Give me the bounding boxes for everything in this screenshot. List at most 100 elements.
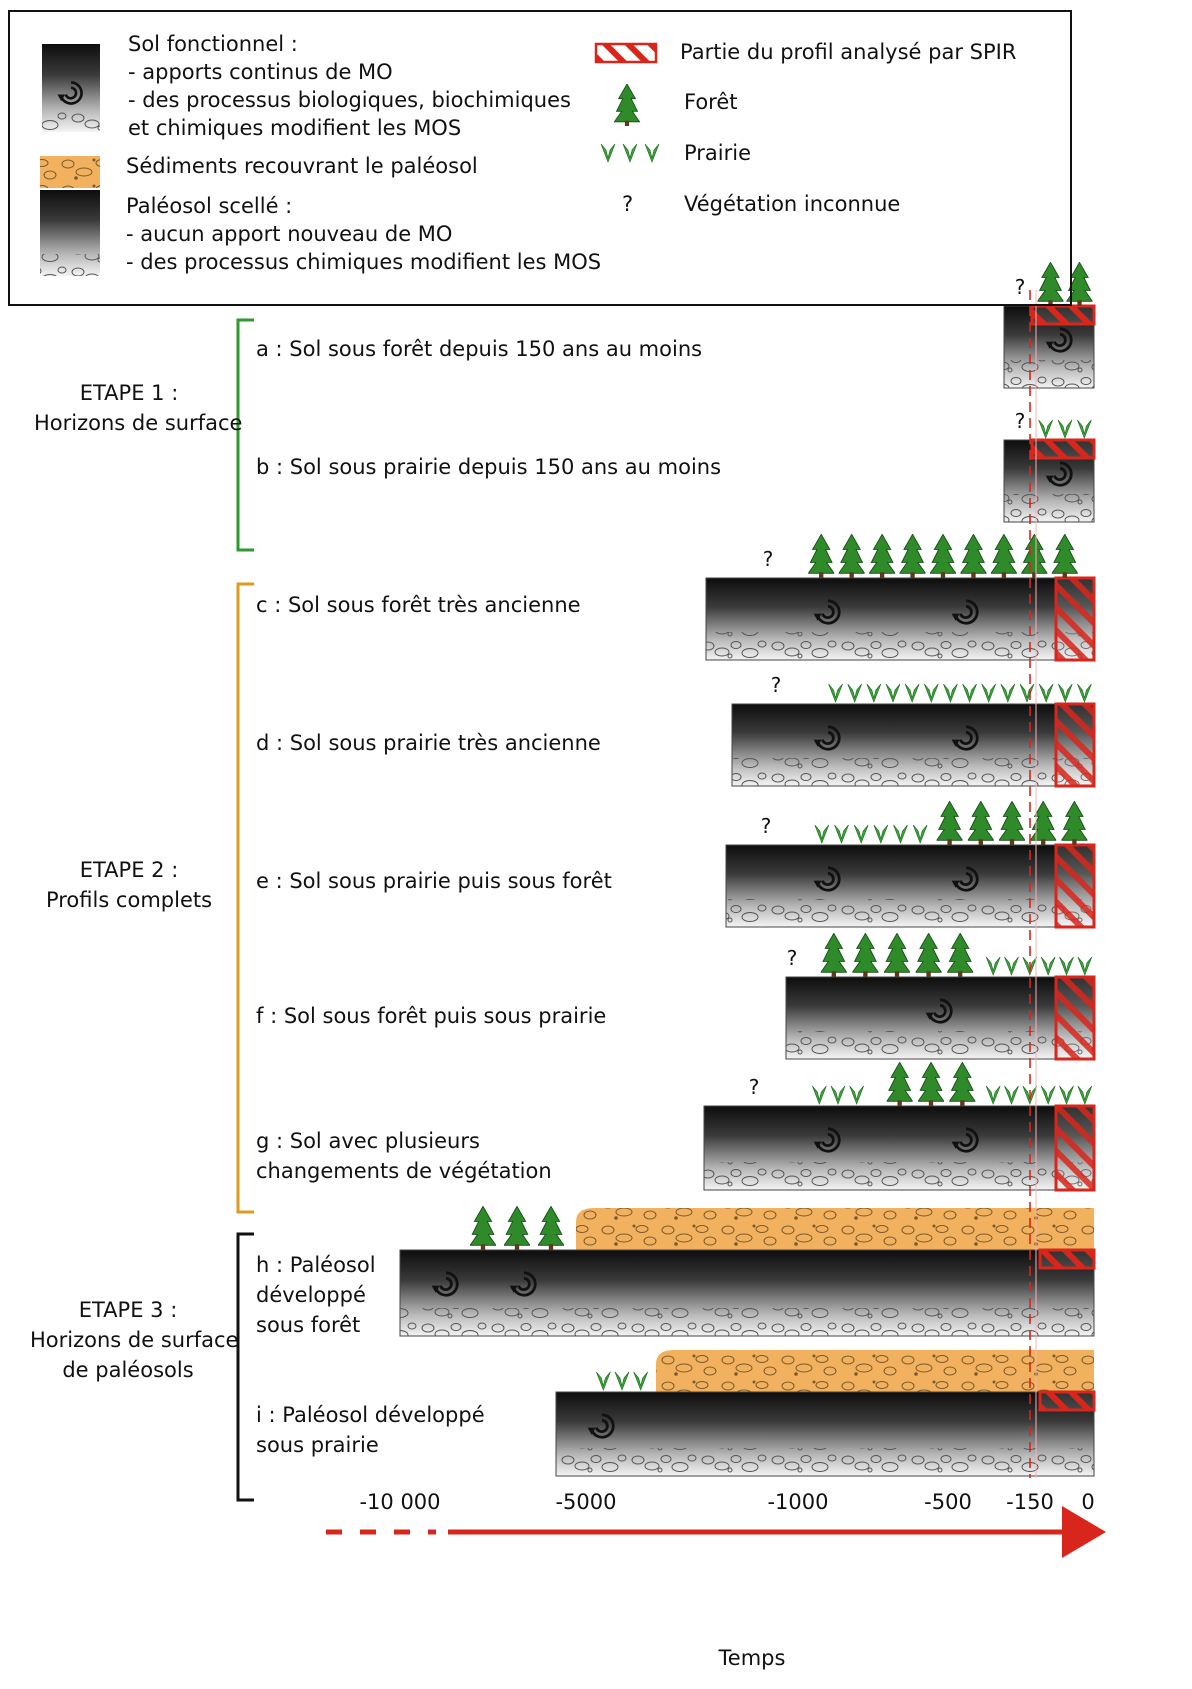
spir-hatch xyxy=(1032,440,1094,458)
grass-icon xyxy=(912,824,928,844)
stage-subtitle: Horizons de surface xyxy=(34,411,243,435)
profile-label-line: développé xyxy=(256,1283,366,1307)
grass-icon xyxy=(885,683,901,703)
grass-icon xyxy=(853,824,869,844)
grass-icon xyxy=(1077,683,1092,703)
grass-icon xyxy=(943,683,958,703)
profile-d: ? xyxy=(731,673,1096,788)
profile-label-line: e : Sol sous prairie puis sous forêt xyxy=(256,869,612,893)
tree-icon xyxy=(1021,534,1048,578)
tree-icon xyxy=(899,534,926,578)
grass-icon xyxy=(1059,1085,1074,1105)
soil-pebbles xyxy=(1004,494,1094,522)
grass-icon xyxy=(1040,956,1056,976)
spir-hatch xyxy=(1032,306,1094,324)
unknown-vegetation-mark: ? xyxy=(771,673,782,697)
soil-pebbles xyxy=(400,1308,1094,1336)
legend-paleosol-line: - des processus chimiques modifient les … xyxy=(126,250,602,274)
grass-icon xyxy=(1057,683,1073,703)
profile-label-c: c : Sol sous forêt très ancienne xyxy=(256,590,581,620)
profile-label-line: d : Sol sous prairie très ancienne xyxy=(256,731,601,755)
unknown-vegetation-mark: ? xyxy=(1015,275,1026,299)
time-arrow-head xyxy=(1062,1506,1106,1558)
legend-functional-soil-line: et chimiques modifient les MOS xyxy=(128,116,462,140)
profile-label-a: a : Sol sous forêt depuis 150 ans au moi… xyxy=(256,334,702,364)
profile-label-line: b : Sol sous prairie depuis 150 ans au m… xyxy=(256,455,722,479)
profile-label-line: sous prairie xyxy=(256,1433,379,1457)
tree-icon xyxy=(838,534,865,578)
grass-icon xyxy=(893,824,908,844)
grass-icon xyxy=(1077,1085,1093,1105)
sediment-layer xyxy=(576,1208,1094,1250)
grass-icon xyxy=(596,1371,611,1391)
grass-icon xyxy=(1019,683,1035,703)
tree-icon xyxy=(1051,534,1078,578)
grass-icon xyxy=(1059,956,1074,976)
stage-3-bracket xyxy=(236,1232,254,1502)
profile-h xyxy=(399,1206,1096,1337)
unknown-vegetation-mark: ? xyxy=(761,814,772,838)
tree-icon xyxy=(1061,801,1088,845)
legend-functional-soil-line: - des processus biologiques, biochimique… xyxy=(128,88,571,112)
grass-icon xyxy=(828,683,843,703)
tree-icon xyxy=(960,534,987,578)
grass-icon xyxy=(1004,956,1019,976)
profile-label-line: h : Paléosol xyxy=(256,1253,376,1277)
stage-2-bracket xyxy=(236,582,254,1214)
legend-paleosol-title: Paléosol scellé : xyxy=(126,194,293,218)
unknown-vegetation-mark: ? xyxy=(763,547,774,571)
tree-icon xyxy=(949,1062,976,1106)
axis-tick-label: -5000 xyxy=(555,1490,617,1514)
legend-functional-soil-icon xyxy=(42,44,100,132)
tree-icon xyxy=(869,534,896,578)
legend-spir-label: Partie du profil analysé par SPIR xyxy=(680,40,1017,64)
legend-sediments-label: Sédiments recouvrant le paléosol xyxy=(126,154,478,178)
tree-icon xyxy=(884,933,910,977)
grass-icon xyxy=(1040,1085,1056,1105)
grass-icon xyxy=(904,683,920,703)
profile-label-i: i : Paléosol développé sous prairie xyxy=(256,1400,485,1460)
profile-b: ? xyxy=(1003,409,1096,523)
legend-functional-soil-title: Sol fonctionnel : xyxy=(128,32,298,56)
soil-pebbles xyxy=(556,1448,1094,1476)
profile-label-line: changements de végétation xyxy=(256,1159,552,1183)
tree-icon xyxy=(504,1206,530,1250)
grass-icon xyxy=(614,1371,630,1391)
tree-icon xyxy=(820,933,847,977)
tree-icon xyxy=(470,1206,496,1250)
legend-prairie-label: Prairie xyxy=(684,141,752,165)
profile-label-e: e : Sol sous prairie puis sous forêt xyxy=(256,866,612,896)
tree-icon xyxy=(915,933,942,977)
grass-icon xyxy=(962,683,977,703)
profile-label-line: c : Sol sous forêt très ancienne xyxy=(256,593,581,617)
profile-label-d: d : Sol sous prairie très ancienne xyxy=(256,728,601,758)
grass-icon xyxy=(923,683,939,703)
profile-label-line: sous forêt xyxy=(256,1313,361,1337)
stage-subtitle: Profils complets xyxy=(45,888,213,912)
soil-pebbles xyxy=(1004,360,1094,388)
profile-a: ? xyxy=(1003,262,1096,389)
grass-icon xyxy=(1038,419,1053,439)
stage-title: ETAPE 2 : xyxy=(79,858,179,882)
soil-pebbles xyxy=(786,1031,1094,1059)
grass-icon xyxy=(1000,683,1016,703)
profile-label-line: f : Sol sous forêt puis sous prairie xyxy=(256,1004,607,1028)
unknown-vegetation-mark: ? xyxy=(1015,409,1026,433)
legend-panel xyxy=(8,10,1072,306)
spir-hatch xyxy=(1056,977,1094,1059)
grass-icon xyxy=(1057,419,1073,439)
soil-profiles: ??????? xyxy=(399,262,1096,1477)
grass-icon xyxy=(834,824,849,844)
stage-1-bracket xyxy=(236,318,254,552)
grass-icon xyxy=(633,1371,648,1391)
axis-title: Temps xyxy=(718,1646,786,1670)
profile-i xyxy=(555,1350,1096,1477)
stage-subtitle-line2: de paléosols xyxy=(62,1358,194,1382)
tree-icon xyxy=(1030,801,1057,845)
grass-icon xyxy=(1077,419,1092,439)
tree-icon xyxy=(947,933,974,977)
grass-icon xyxy=(866,683,882,703)
legend-functional-soil-line: - apports continus de MO xyxy=(128,60,393,84)
spir-hatch xyxy=(1056,845,1094,927)
